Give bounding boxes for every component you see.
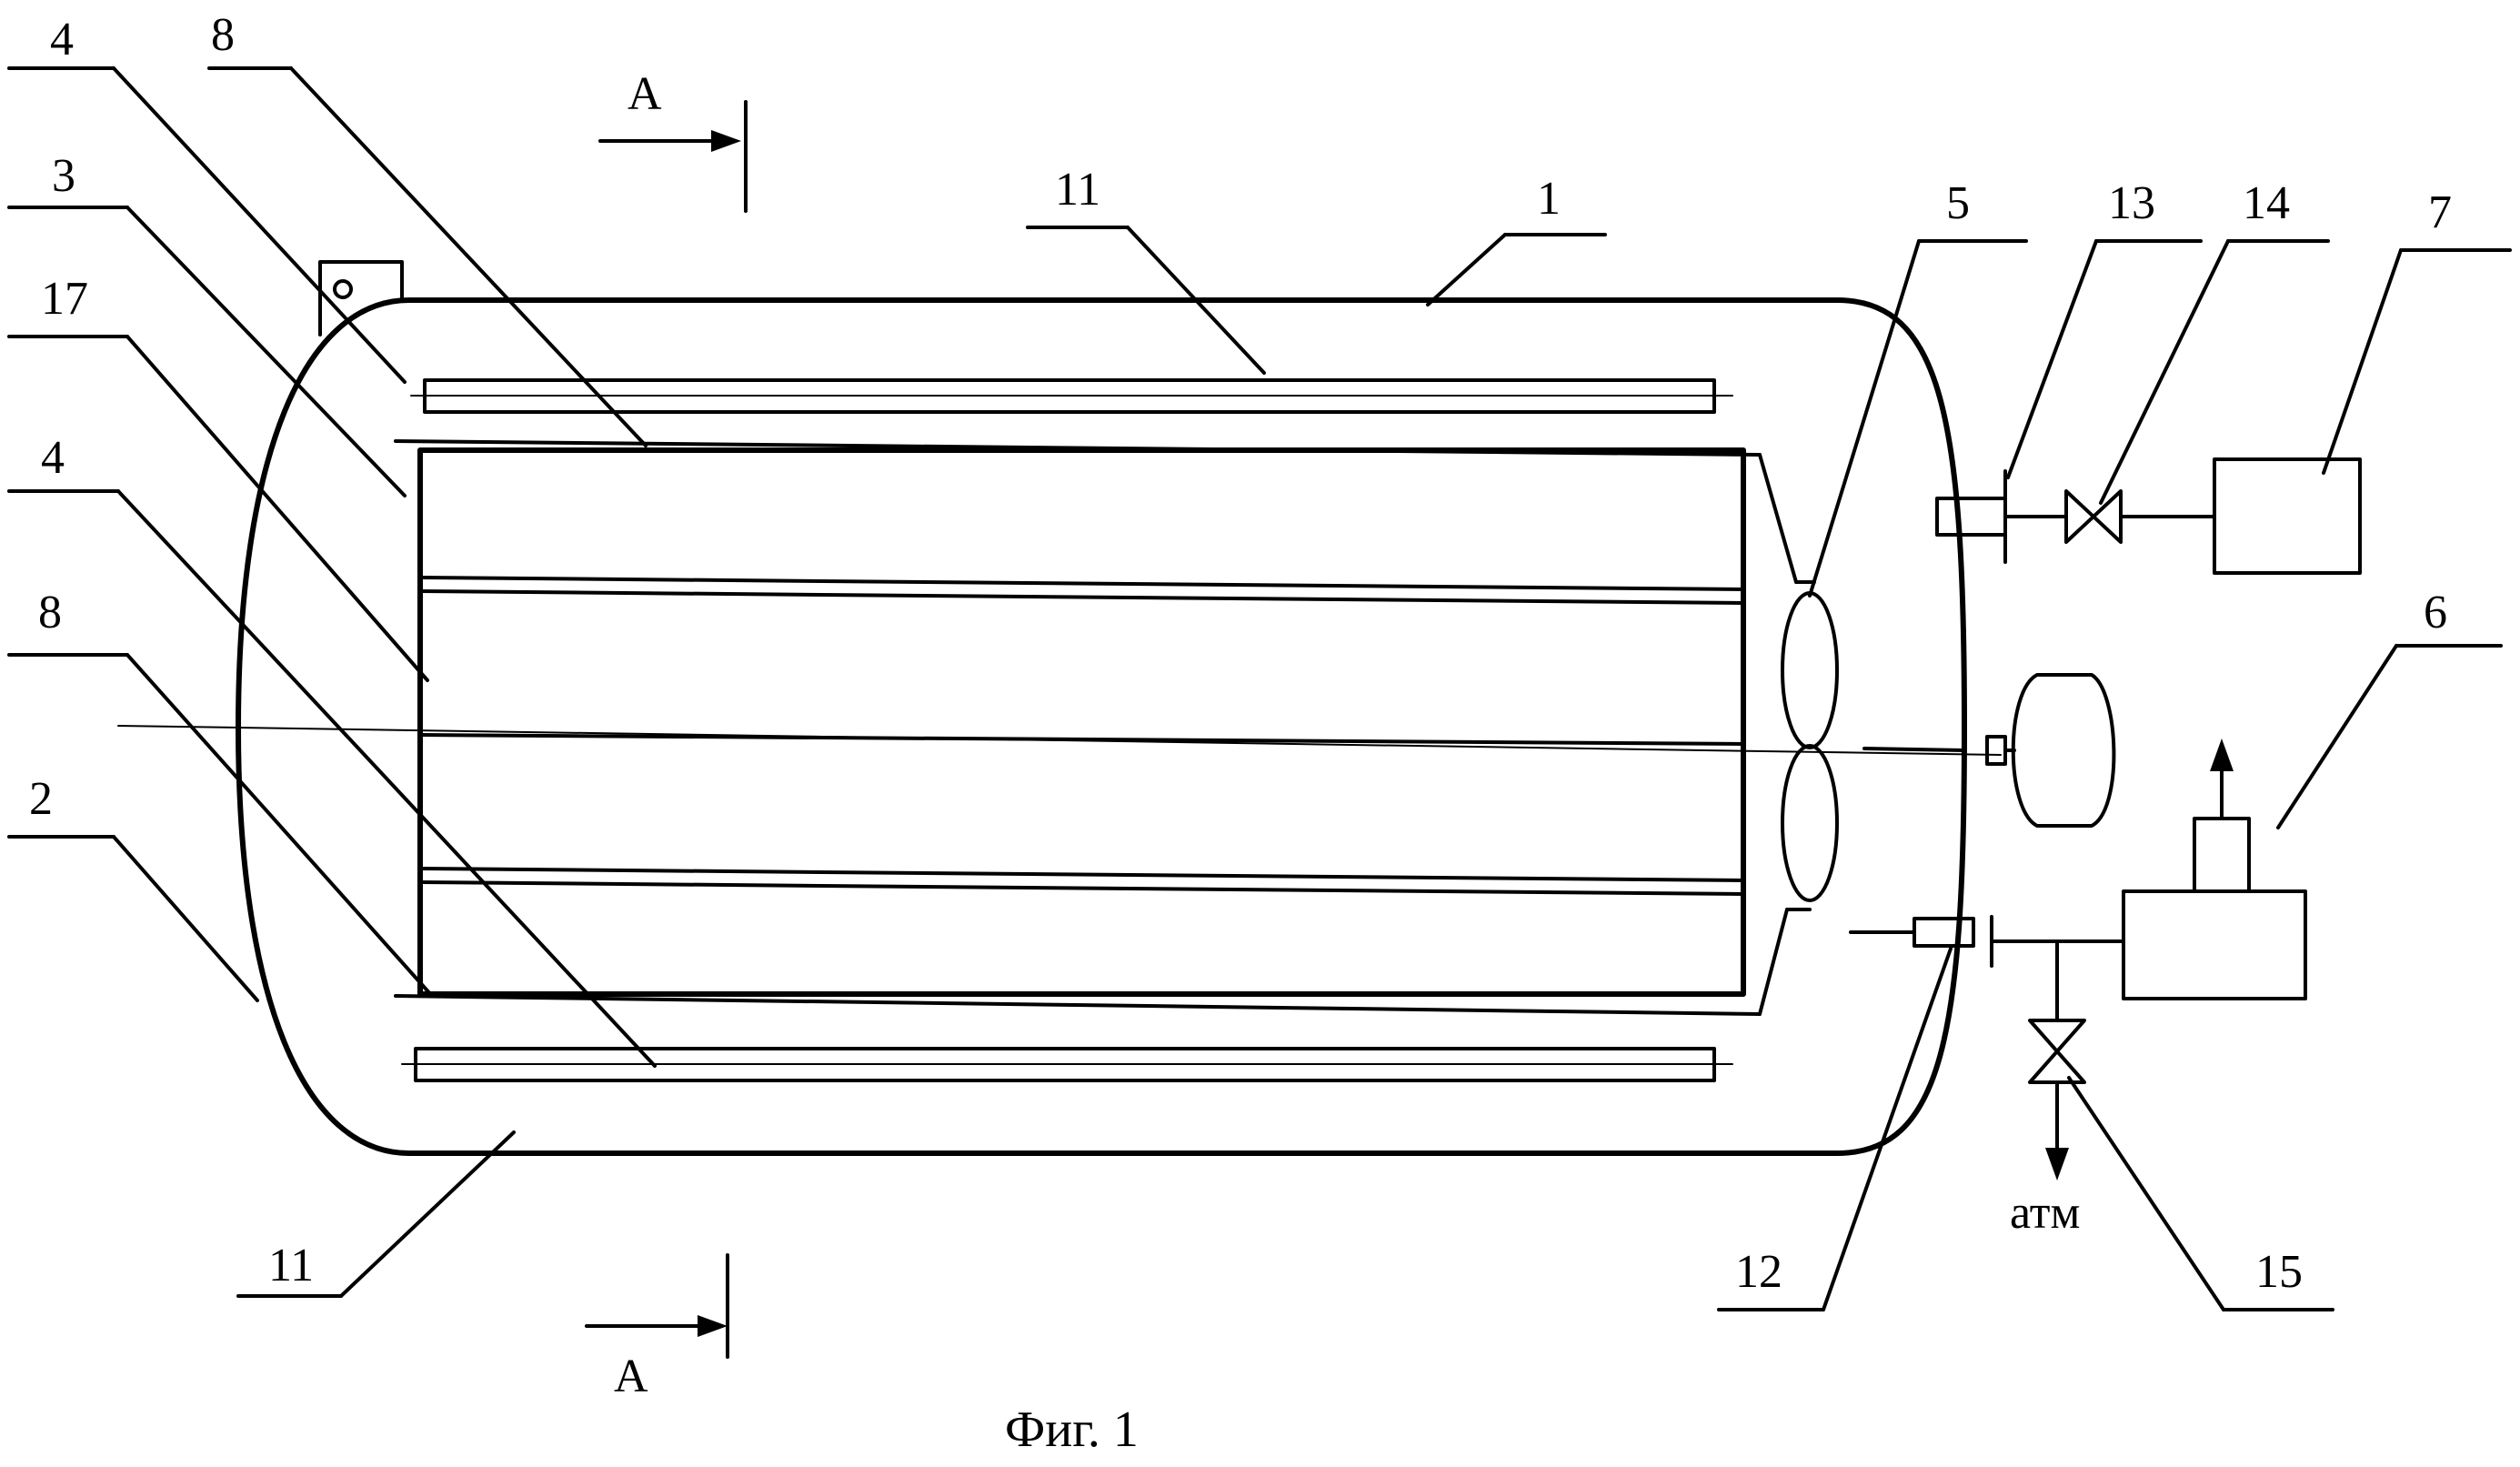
nozzle-13 bbox=[1935, 469, 2007, 564]
label-2: 2 bbox=[29, 773, 53, 825]
label-12: 12 bbox=[1735, 1246, 1782, 1298]
label-6: 6 bbox=[2424, 587, 2447, 638]
label-4-mid: 4 bbox=[41, 432, 65, 484]
section-label-top: A bbox=[627, 68, 662, 120]
valve-15-icon bbox=[2028, 1019, 2086, 1084]
heater-bottom bbox=[401, 1047, 1733, 1082]
unit-6 bbox=[2122, 739, 2307, 1000]
label-11-top: 11 bbox=[1055, 164, 1100, 216]
vessel-body bbox=[236, 297, 1967, 1156]
label-3: 3 bbox=[52, 150, 75, 202]
label-4-top: 4 bbox=[50, 14, 74, 65]
label-15: 15 bbox=[2255, 1246, 2303, 1298]
section-marker-bottom: A bbox=[585, 1253, 729, 1402]
cassette bbox=[417, 447, 1746, 997]
valve-14-icon bbox=[2064, 489, 2123, 544]
label-8-mid: 8 bbox=[38, 587, 62, 638]
label-14: 14 bbox=[2243, 177, 2290, 229]
mounting-bracket bbox=[318, 260, 404, 337]
arrow-up-icon bbox=[2210, 739, 2234, 771]
label-1: 1 bbox=[1537, 173, 1561, 225]
section-marker-top: A bbox=[598, 68, 748, 213]
label-8-top: 8 bbox=[211, 9, 235, 61]
label-7: 7 bbox=[2428, 186, 2452, 238]
label-11-bottom: 11 bbox=[268, 1240, 314, 1291]
label-17: 17 bbox=[41, 273, 88, 325]
leaders bbox=[7, 66, 2512, 1311]
unit-7 bbox=[2213, 457, 2362, 575]
air-guide-top bbox=[394, 439, 1816, 584]
heater-top bbox=[410, 378, 1733, 414]
label-5: 5 bbox=[1946, 177, 1970, 229]
label-13: 13 bbox=[2108, 177, 2155, 229]
section-label-bottom: A bbox=[614, 1351, 648, 1402]
air-guide-bottom bbox=[394, 908, 1812, 1016]
nozzle-12 bbox=[1913, 915, 1993, 968]
fan-motor bbox=[1985, 673, 2116, 828]
atm-label: атм bbox=[2010, 1187, 2080, 1239]
arrow-down-icon bbox=[2045, 1148, 2069, 1181]
fan bbox=[1781, 591, 1839, 902]
figure-caption: Фиг. 1 bbox=[1005, 1402, 1139, 1458]
